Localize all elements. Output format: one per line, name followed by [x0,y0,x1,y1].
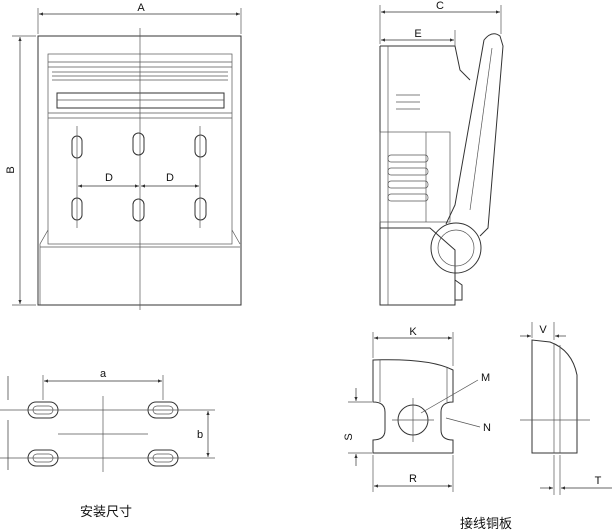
fin [387,193,429,202]
handle-pivot-outer [430,222,482,274]
front-slots [71,126,207,228]
label-r: R [409,473,417,485]
label-c: C [436,0,444,12]
slot-hole [194,134,207,158]
label-b: B [5,166,17,173]
slot-hole [194,197,207,221]
slot-hole [132,132,145,156]
side-vents [396,94,420,110]
leader-m [420,379,479,414]
terminal-side-outline [531,339,578,454]
terminal-side-view: V T [520,322,612,495]
side-body-outline [379,46,456,306]
terminal-plate-outline [372,359,454,454]
terminal-edge-line [379,360,448,402]
fin [387,154,429,163]
side-view: C E [379,0,504,306]
label-s: S [343,433,355,440]
fin [387,167,429,176]
handle-lever [445,33,504,237]
label-d-right: D [166,172,174,184]
fin [387,180,429,189]
label-v: V [539,324,547,336]
front-view: A B D D [5,2,242,310]
label-a-small: a [100,368,107,380]
label-a: A [137,2,145,14]
handle-pivot-inner [437,229,475,267]
handle-inner-line [469,47,493,211]
side-top-edge [380,45,471,81]
front-lower-step [39,229,241,305]
leader-n [445,417,481,428]
front-window [56,92,225,109]
terminal-front-view: K M N S R 接线铜板 [343,326,512,530]
side-mid-box [379,131,451,223]
mount-caption: 安装尺寸 [80,505,132,520]
terminal-caption: 接线铜板 [460,516,512,530]
mounting-view: a b 安装尺寸 [0,368,215,520]
side-foot [454,279,463,301]
slot-hole [132,198,145,222]
label-d-left: D [105,172,113,184]
label-k: K [409,326,417,338]
label-t: T [595,475,602,487]
label-b-small: b [197,429,203,441]
label-m: M [481,372,490,384]
side-fins [387,94,429,202]
front-body-outline [37,35,242,306]
label-e: E [414,28,421,40]
label-n: N [483,422,491,434]
